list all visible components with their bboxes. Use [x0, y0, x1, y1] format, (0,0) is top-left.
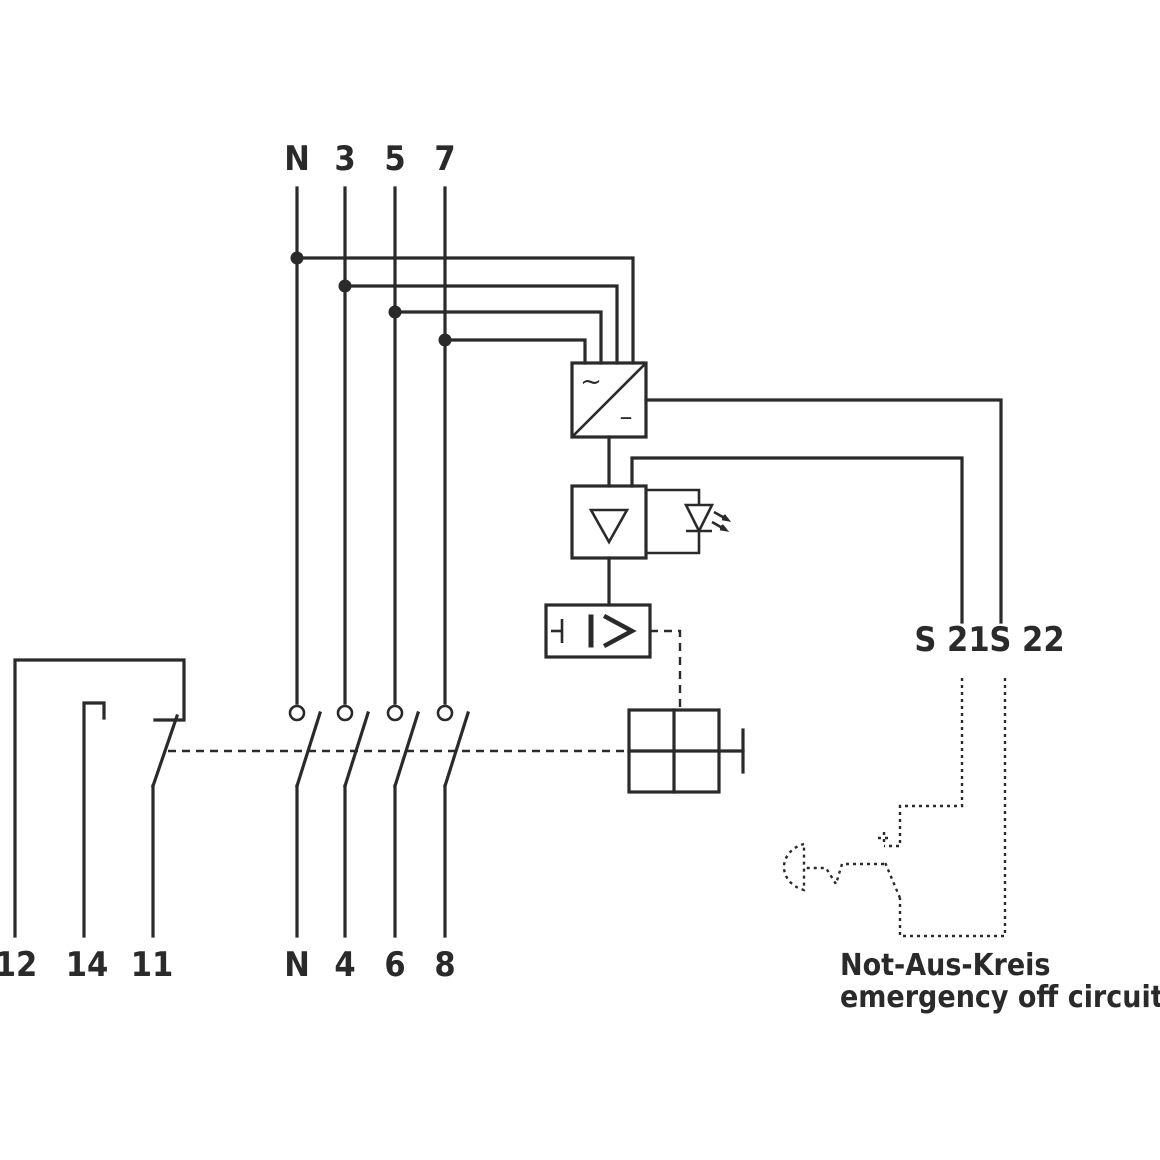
top-terminal-labels: N 3 5 7 [284, 139, 455, 179]
main-contacts [288, 704, 471, 938]
wire-to-s21 [630, 456, 964, 624]
latch-mechanism [627, 708, 745, 794]
led-indicator [646, 488, 732, 555]
junction-dots [290, 251, 452, 347]
safety-terminal-labels: S 21 S 22 [914, 620, 1064, 660]
note-line-english: emergency off circuit [840, 980, 1160, 1015]
overcurrent-trip-block [544, 603, 652, 659]
ac-dc-converter: ~ – [570, 361, 648, 439]
bottom-terminal-labels: 12 14 11 N 4 6 8 [0, 945, 456, 985]
bottom-terminal-4: 4 [334, 945, 355, 985]
note-line-german: Not-Aus-Kreis [840, 948, 1050, 983]
top-terminal-5: 5 [384, 139, 405, 179]
bottom-terminal-6: 6 [384, 945, 405, 985]
bottom-terminal-12: 12 [0, 945, 37, 985]
bottom-terminal-11: 11 [131, 945, 174, 985]
wire-to-s22 [644, 398, 1003, 624]
mech-link-trip-lock [650, 629, 682, 710]
top-terminal-3: 3 [334, 139, 355, 179]
terminal-s21: S 21 [914, 620, 989, 660]
emergency-off-circuit [782, 678, 1007, 938]
bottom-terminal-n: N [284, 945, 310, 985]
bottom-terminal-8: 8 [434, 945, 455, 985]
top-terminal-7: 7 [434, 139, 455, 179]
top-terminal-n: N [284, 139, 310, 179]
terminal-s22: S 22 [989, 620, 1064, 660]
ac-symbol: ~ [580, 367, 602, 397]
supply-taps [295, 256, 635, 365]
emergency-off-note: Not-Aus-Kreis emergency off circuit [840, 948, 1160, 1015]
auxiliary-contact [13, 658, 186, 938]
dc-symbol: – [620, 402, 633, 432]
bottom-terminal-14: 14 [66, 945, 109, 985]
pole-conductors-upper [295, 186, 447, 705]
mushroom-button-icon [782, 842, 806, 892]
amplifier-block [570, 484, 648, 560]
